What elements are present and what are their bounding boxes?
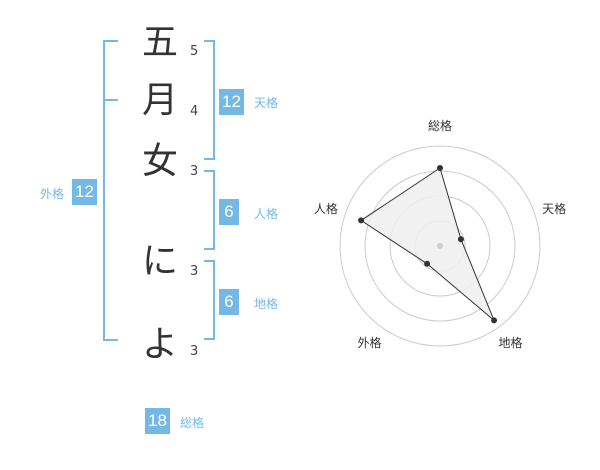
- soukaku-label: 総格: [180, 416, 205, 430]
- radar-point-3: [491, 317, 498, 324]
- stroke-count-1: 5: [190, 44, 199, 59]
- stroke-count-3: 3: [190, 164, 199, 179]
- name-char-2: 月: [141, 80, 178, 121]
- radar-point-4: [424, 260, 431, 267]
- soukaku-value: 18: [145, 408, 170, 434]
- name-char-4: に: [141, 241, 178, 282]
- radar-point-2: [457, 236, 464, 243]
- radar-center: [437, 243, 443, 249]
- gaikaku-label: 外格: [40, 187, 65, 201]
- chikaku-label: 地格: [254, 297, 279, 311]
- stroke-count-4: 3: [190, 264, 199, 279]
- name-char-3: 女: [141, 141, 178, 182]
- tenkaku-value: 12: [219, 89, 244, 115]
- radar-point-5: [358, 217, 365, 224]
- radar-area: [360, 167, 495, 321]
- tenkaku-label: 天格: [254, 96, 279, 110]
- chikaku-value: 6: [219, 289, 239, 315]
- radar-points: [358, 165, 498, 324]
- gaikaku-value: 12: [72, 179, 97, 205]
- radar-ring-4: [339, 145, 541, 347]
- stroke-count-2: 4: [190, 104, 199, 119]
- name-char-5: よ: [141, 324, 178, 365]
- radar-axis-label-4: 外格: [357, 335, 381, 350]
- radar-axis-label-3: 地格: [498, 335, 522, 350]
- name-char-1: 五: [141, 22, 178, 63]
- radar-axis-label-5: 人格: [314, 201, 338, 216]
- radar-point-1: [437, 165, 443, 171]
- radar-axis-label-1: 総格: [428, 118, 452, 133]
- radar-axis-label-2: 天格: [542, 201, 566, 216]
- stroke-count-5: 3: [190, 344, 199, 359]
- jinkaku-label: 人格: [254, 207, 279, 221]
- jinkaku-value: 6: [219, 199, 239, 225]
